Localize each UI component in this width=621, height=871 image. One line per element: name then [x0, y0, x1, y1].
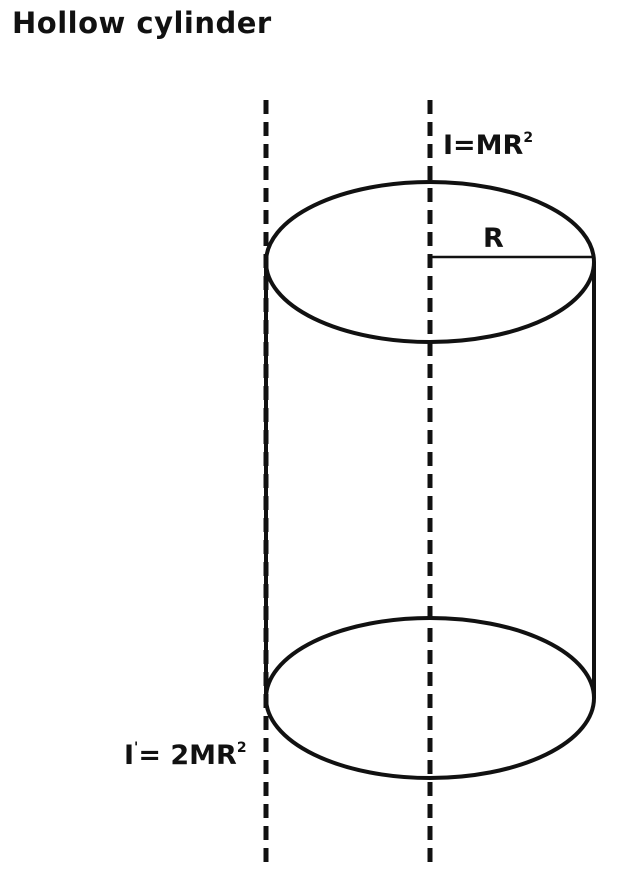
edge-inertia-exponent: 2 — [237, 740, 247, 756]
cylinder-bottom-ellipse — [264, 616, 596, 780]
central-inertia-exponent: 2 — [523, 130, 533, 146]
edge-inertia-symbol: I — [124, 740, 134, 771]
cylinder-top-ellipse — [264, 180, 596, 344]
radius-label: R — [483, 223, 504, 254]
page-title: Hollow cylinder — [12, 6, 272, 40]
edge-inertia-expression: = 2MR — [138, 740, 237, 771]
central-inertia-symbol: I — [443, 130, 453, 161]
edge-axis-inertia-label: I'= 2MR2 — [124, 740, 247, 771]
central-inertia-expression: =MR — [453, 130, 523, 161]
central-axis-inertia-label: I=MR2 — [443, 130, 533, 161]
edge-inertia-prime: ' — [134, 740, 138, 756]
